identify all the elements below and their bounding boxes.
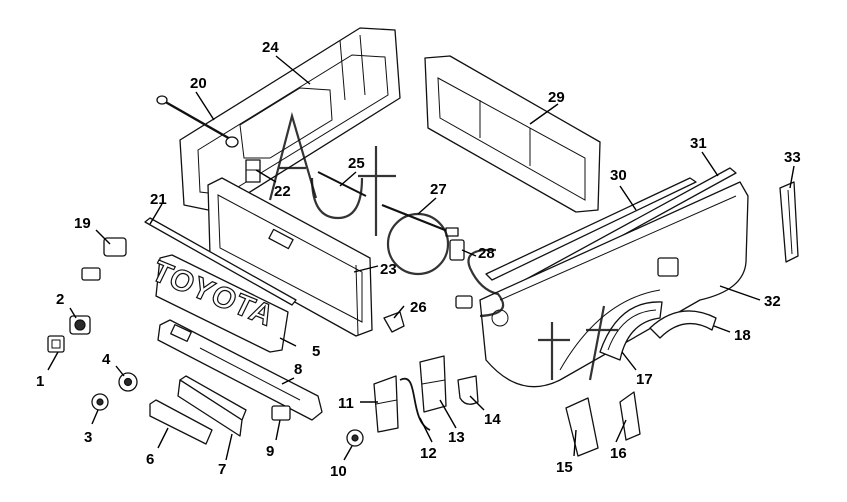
callout-6: 6 (146, 451, 154, 468)
part-14-lamp-cover (457, 375, 479, 405)
part-1-lamp (47, 335, 65, 353)
callout-32: 32 (764, 293, 781, 310)
part-15-mud-flap (565, 397, 599, 457)
part-26-hinge (383, 311, 405, 333)
callout-11: 11 (338, 395, 354, 412)
callout-2: 2 (56, 291, 64, 308)
leader-lines (47, 55, 795, 461)
part-9-reflector (271, 405, 291, 421)
callout-13: 13 (448, 429, 465, 446)
callout-23: 23 (380, 261, 397, 278)
part-28-hinge (449, 239, 473, 309)
callout-26: 26 (410, 299, 427, 316)
part-27-rod (381, 203, 459, 237)
callout-31: 31 (690, 135, 707, 152)
callout-21: 21 (150, 191, 167, 208)
callout-labels: 1 2 3 4 5 6 7 8 9 10 11 12 13 14 15 16 1… (36, 39, 801, 480)
part-18-flare (649, 310, 717, 339)
part-17-fender-liner (599, 301, 663, 361)
callout-17: 17 (636, 371, 653, 388)
callout-15: 15 (556, 459, 573, 476)
part-11-tail-lamp (373, 375, 399, 433)
part-13-tail-lamp (419, 355, 447, 413)
callout-8: 8 (294, 361, 302, 378)
callout-5: 5 (312, 343, 320, 360)
callout-3: 3 (84, 429, 92, 446)
part-22-bracket (245, 159, 261, 183)
callout-10: 10 (330, 463, 347, 480)
part-8-rear-step (157, 319, 323, 421)
part-2-lamp (69, 315, 91, 335)
callout-27: 27 (430, 181, 447, 198)
part-30-rail (485, 177, 697, 281)
callout-4: 4 (102, 351, 111, 368)
callout-16: 16 (610, 445, 627, 462)
callout-33: 33 (784, 149, 801, 166)
callout-20: 20 (190, 75, 207, 92)
part-33-side-strip (779, 181, 799, 263)
callout-1: 1 (36, 373, 44, 390)
watermark-logo (268, 111, 618, 381)
callout-25: 25 (348, 155, 365, 172)
part-16-bracket (619, 391, 641, 441)
callout-30: 30 (610, 167, 627, 184)
callout-22: 22 (274, 183, 291, 200)
part-19-lamp (81, 237, 127, 281)
part-20-rod (156, 95, 239, 148)
part-10-cap (346, 429, 364, 447)
callout-14: 14 (484, 411, 501, 428)
part-32-bed-side (479, 181, 749, 388)
callout-24: 24 (262, 39, 279, 56)
callout-9: 9 (266, 443, 274, 460)
callout-28: 28 (478, 245, 495, 262)
callout-19: 19 (74, 215, 91, 232)
part-6-plate (149, 399, 213, 445)
callout-18: 18 (734, 327, 751, 344)
callout-12: 12 (420, 445, 437, 462)
callout-7: 7 (218, 461, 226, 478)
part-4-socket (118, 372, 138, 392)
part-21-seal-strip (144, 217, 297, 306)
part-3-socket (91, 393, 109, 411)
callout-29: 29 (548, 89, 565, 106)
part-7-plate (177, 375, 247, 437)
part-29-bed-floor (424, 55, 601, 213)
